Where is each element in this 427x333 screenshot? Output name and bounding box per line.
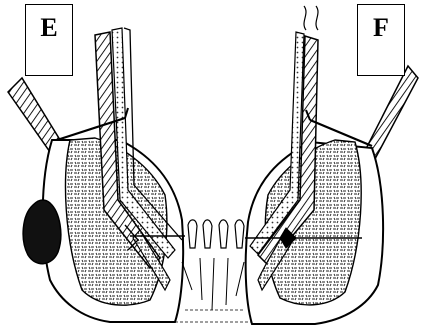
panel-label-e: E (25, 4, 73, 76)
perianal-abscess-mass (23, 200, 61, 264)
panel-label-f: F (357, 4, 405, 76)
anal-canal-folds (175, 220, 255, 322)
